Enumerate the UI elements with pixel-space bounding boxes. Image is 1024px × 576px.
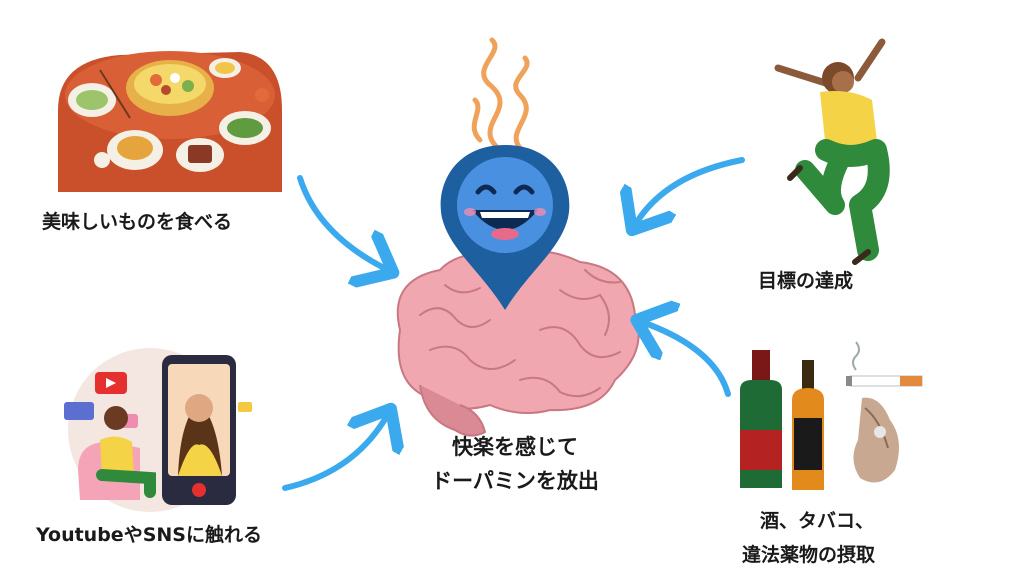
label-food: 美味しいものを食べる [42, 211, 233, 233]
food-table-icon [58, 51, 282, 192]
label-substance-line1: 酒、タバコ、 [760, 510, 875, 532]
arrow-alcohol [642, 322, 731, 397]
dancing-woman-icon [774, 38, 890, 265]
label-sns: YoutubeやSNSに触れる [36, 524, 262, 546]
smiley-pin-icon [440, 145, 570, 310]
brain-icon [396, 250, 640, 437]
alcohol-tobacco-icon [740, 341, 923, 490]
arrow-sns [282, 414, 388, 491]
steam-icon [471, 37, 530, 153]
center-caption-line2: ドーパミンを放出 [431, 469, 599, 493]
label-substance-line2: 違法薬物の摂取 [742, 544, 876, 566]
center-caption: 快楽を感じて ドーパミンを放出 [400, 430, 630, 498]
arrows [282, 157, 745, 491]
center-caption-line1: 快楽を感じて [452, 435, 578, 459]
label-goal: 目標の達成 [758, 270, 854, 292]
smartphone-sns-icon [64, 348, 252, 512]
arrow-goal [635, 157, 745, 225]
arrow-food [297, 175, 388, 270]
